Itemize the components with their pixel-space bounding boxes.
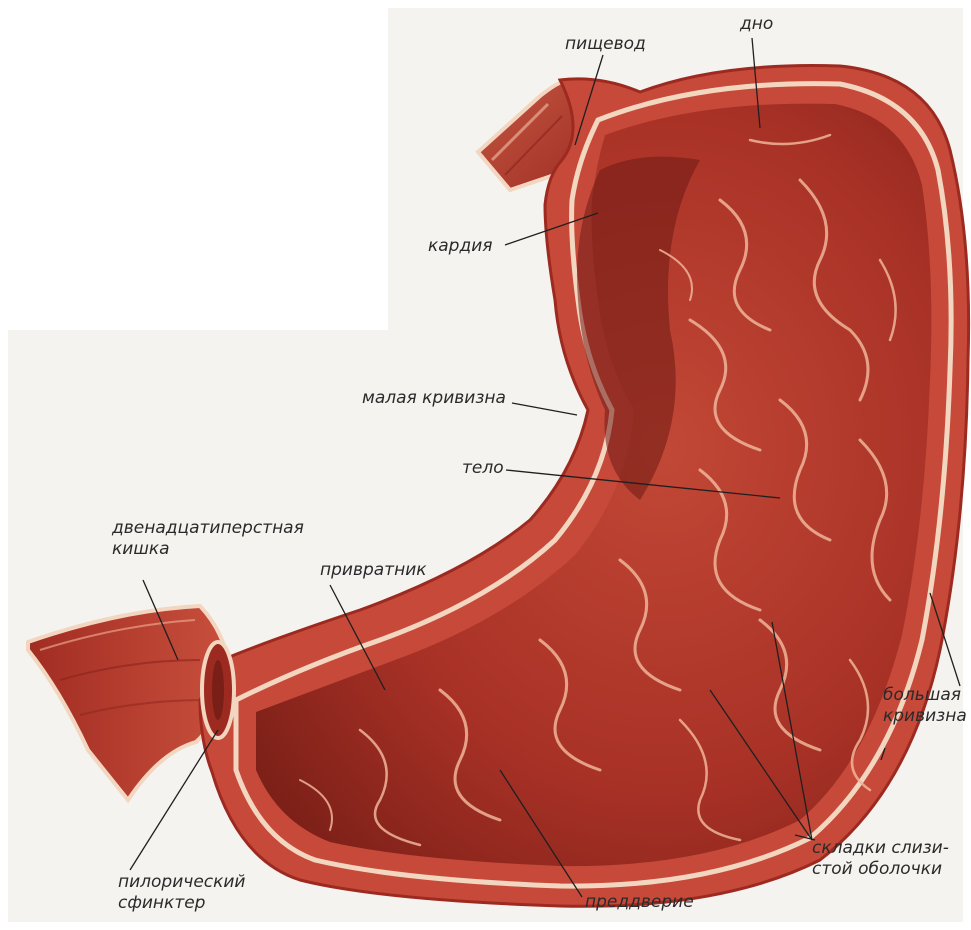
label-duodenum: двенадцатиперстная кишка [112, 518, 304, 560]
pyloric-ring [202, 642, 234, 738]
label-lesser-curvature: малая кривизна [362, 388, 506, 409]
label-mucosal-folds: складки слизи- стой оболочки [812, 838, 949, 880]
label-pylorus: привратник [320, 560, 427, 581]
label-greater-curvature: большая кривизна [883, 685, 967, 727]
label-antrum: преддверие [585, 892, 694, 913]
label-fundus: дно [740, 14, 773, 35]
label-body: тело [462, 458, 504, 479]
label-esophagus: пищевод [565, 34, 646, 55]
label-cardia: кардия [428, 236, 493, 257]
label-pyloric-sphincter: пилорический сфинктер [118, 872, 245, 914]
